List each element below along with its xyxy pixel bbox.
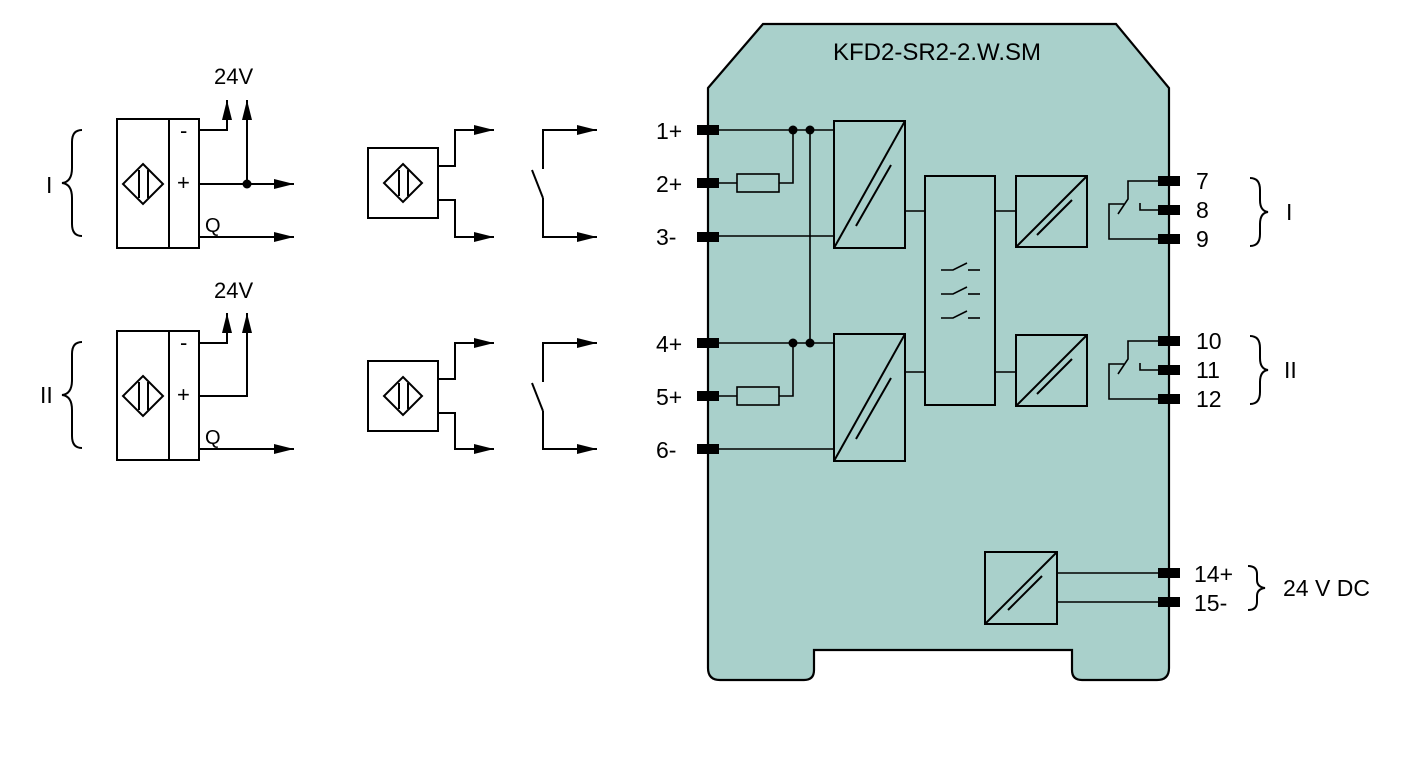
isolator-icon xyxy=(833,120,906,249)
brace-right-icon xyxy=(1249,177,1269,247)
terminal-4 xyxy=(697,338,719,348)
input-circuit-channel-1 xyxy=(719,120,925,343)
terminal-label-15: 15- xyxy=(1194,590,1227,616)
sensor-2wire-channel-2 xyxy=(367,338,494,454)
device-model-title: KFD2-SR2-2.W.SM xyxy=(833,39,1041,66)
terminal-label-7: 7 xyxy=(1196,168,1209,194)
mechanical-contact-channel-1 xyxy=(531,125,597,242)
switch-contacts-icon xyxy=(941,262,980,319)
terminal-6 xyxy=(697,444,719,454)
terminal-label-12: 12 xyxy=(1196,386,1222,412)
terminal-label-11: 11 xyxy=(1196,357,1220,383)
group-label-input-2: II xyxy=(40,382,53,408)
proximity-sensor-icon xyxy=(382,375,424,417)
relay-contact-2: 10 11 12 II xyxy=(1108,328,1297,412)
terminal-label-9: 9 xyxy=(1196,226,1209,252)
terminal-label-5: 5+ xyxy=(656,384,682,410)
terminal-14 xyxy=(1158,568,1180,578)
terminal-5 xyxy=(697,391,719,401)
proximity-sensor-icon xyxy=(121,162,165,206)
pin-plus-label: + xyxy=(177,382,190,407)
pin-minus-label: - xyxy=(180,330,187,355)
group-label-input-1: I xyxy=(46,172,52,198)
pin-output-label: Q xyxy=(205,215,221,237)
terminal-1 xyxy=(697,125,719,135)
dc-converter-icon xyxy=(984,551,1058,625)
pin-minus-label: - xyxy=(180,118,187,143)
brace-right-icon xyxy=(1249,335,1269,405)
proximity-sensor-icon xyxy=(382,162,424,204)
pin-output-label: Q xyxy=(205,427,221,449)
terminal-label-6: 6- xyxy=(656,437,676,463)
terminal-label-14: 14+ xyxy=(1194,561,1233,587)
brace-left-icon xyxy=(61,341,83,449)
isolator-icon xyxy=(833,333,906,462)
pin-plus-label: + xyxy=(177,170,190,195)
output-isolator-2 xyxy=(1015,334,1088,407)
sensor-3wire-channel-1: I - + Q 24V xyxy=(46,64,294,249)
terminal-15 xyxy=(1158,597,1180,607)
terminal-label-1: 1+ xyxy=(656,118,682,144)
terminal-label-8: 8 xyxy=(1196,197,1209,223)
power-supply: 14+ 15- 24 V DC xyxy=(984,551,1370,625)
relay-contact-1: 7 8 9 I xyxy=(1108,168,1292,252)
supply-label: 24V xyxy=(214,64,253,89)
proximity-sensor-icon xyxy=(121,374,165,418)
group-label-output-1: I xyxy=(1286,199,1292,225)
group-label-output-2: II xyxy=(1284,357,1297,383)
mechanical-contact-channel-2 xyxy=(531,338,597,454)
terminal-2 xyxy=(697,178,719,188)
input-circuit-channel-2 xyxy=(719,333,925,462)
sensor-3wire-channel-2: II - + Q 24V xyxy=(40,278,294,461)
brace-left-icon xyxy=(61,129,83,237)
terminal-7 xyxy=(1158,176,1180,186)
device-housing xyxy=(706,22,1171,682)
supply-label: 24V xyxy=(214,278,253,303)
terminal-12 xyxy=(1158,394,1180,404)
switch-logic-block xyxy=(924,175,1016,406)
brace-right-icon xyxy=(1247,565,1266,611)
sensor-2wire-channel-1 xyxy=(367,125,494,242)
terminal-11 xyxy=(1158,365,1180,375)
power-label: 24 V DC xyxy=(1283,575,1370,601)
terminal-8 xyxy=(1158,205,1180,215)
output-isolator-1 xyxy=(1015,175,1088,248)
terminal-9 xyxy=(1158,234,1180,244)
input-terminal-pads xyxy=(697,125,719,454)
terminal-label-10: 10 xyxy=(1196,328,1222,354)
terminal-3 xyxy=(697,232,719,242)
terminal-label-4: 4+ xyxy=(656,331,682,357)
terminal-10 xyxy=(1158,336,1180,346)
terminal-label-3: 3- xyxy=(656,224,676,250)
terminal-label-2: 2+ xyxy=(656,171,682,197)
